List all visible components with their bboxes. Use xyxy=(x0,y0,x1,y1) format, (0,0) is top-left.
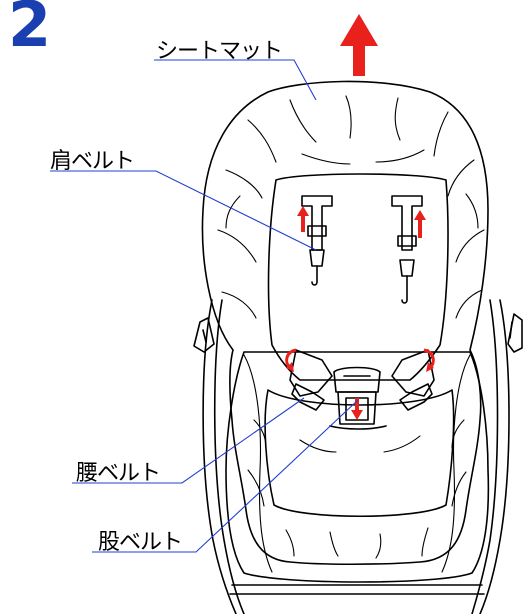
label-waist-belt: 腰ベルト xyxy=(76,455,160,487)
up-arrow-icon xyxy=(414,210,426,238)
seat-body xyxy=(226,352,488,582)
leader-seat-mat xyxy=(154,60,316,100)
shoulder-belts xyxy=(302,196,422,303)
seat-mat xyxy=(202,81,488,564)
label-crotch-belt: 股ベルト xyxy=(98,524,182,556)
stroller-frame xyxy=(194,300,522,614)
label-seat-mat: シートマット xyxy=(156,33,282,65)
label-shoulder-belt: 肩ベルト xyxy=(50,143,134,175)
up-arrow-icon xyxy=(340,14,378,76)
